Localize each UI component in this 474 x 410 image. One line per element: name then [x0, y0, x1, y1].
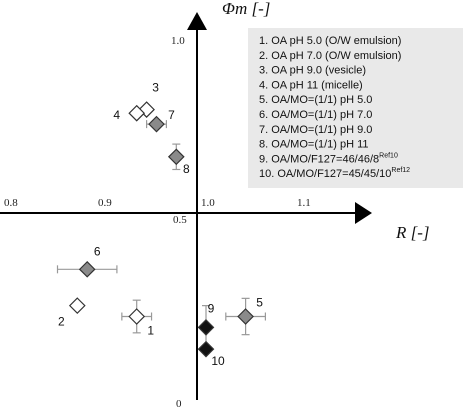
data-point-label: 4: [113, 108, 120, 122]
legend-entry: 6. OA/MO=(1/1) pH 7.0: [259, 109, 372, 121]
data-point-label: 9: [208, 301, 215, 315]
legend-entry: 10. OA/MO/F127=45/45/10Ref12: [259, 167, 410, 180]
legend-entry: 4. OA pH 11 (micelle): [259, 79, 363, 91]
data-points: 1 2 3 4 5 6 7 8 9 10: [56, 81, 266, 368]
data-point-label: 2: [58, 315, 65, 329]
data-point-marker: [197, 319, 215, 336]
data-point-marker: [148, 115, 165, 133]
legend-entry: 9. OA/MO/F127=46/46/8Ref10: [259, 152, 398, 165]
x-tick-label: 1.0: [201, 197, 215, 209]
data-point-marker: [128, 308, 146, 325]
data-point-label: 1: [147, 324, 154, 338]
legend-entry: 3. OA pH 9.0 (vesicle): [259, 65, 366, 77]
y-axis-arrow: [187, 12, 207, 30]
x-tick-label: 1.1: [297, 197, 311, 209]
legend-entry: 7. OA/MO=(1/1) pH 9.0: [259, 124, 372, 136]
legend-entry: 8. OA/MO=(1/1) pH 11: [259, 139, 369, 151]
legend: 1. OA pH 5.0 (O/W emulsion) 2. OA pH 7.0 …: [259, 35, 410, 180]
y-tick-label: 0.5: [173, 214, 187, 226]
data-point-label: 3: [152, 81, 159, 95]
x-tick-label: 0.9: [98, 197, 112, 209]
legend-entry: 2. OA pH 7.0 (O/W emulsion): [259, 50, 401, 62]
legend-entry: 5. OA/MO=(1/1) pH 5.0: [259, 94, 372, 106]
data-point-marker: [167, 148, 185, 166]
data-point-marker: [197, 340, 215, 358]
x-axis-arrow: [355, 202, 372, 224]
data-point-marker: [237, 308, 254, 325]
data-point-marker: [68, 297, 86, 314]
legend-entry: 1. OA pH 5.0 (O/W emulsion): [259, 35, 401, 47]
data-point-label: 6: [94, 244, 101, 258]
data-point-marker: [128, 104, 146, 122]
data-point-label: 5: [256, 296, 263, 310]
data-point-label: 10: [211, 354, 225, 368]
y-tick-label: 1.0: [171, 35, 185, 47]
data-point-label: 7: [168, 108, 175, 122]
legend-box: [248, 28, 463, 188]
x-tick-label: 0.8: [4, 197, 18, 209]
data-point-label: 8: [183, 162, 190, 176]
y-axis-title: Φm [-]: [222, 0, 270, 18]
x-axis-title: R [-]: [395, 223, 430, 242]
y-tick-label: 0: [176, 398, 182, 410]
data-point-marker: [78, 260, 96, 278]
